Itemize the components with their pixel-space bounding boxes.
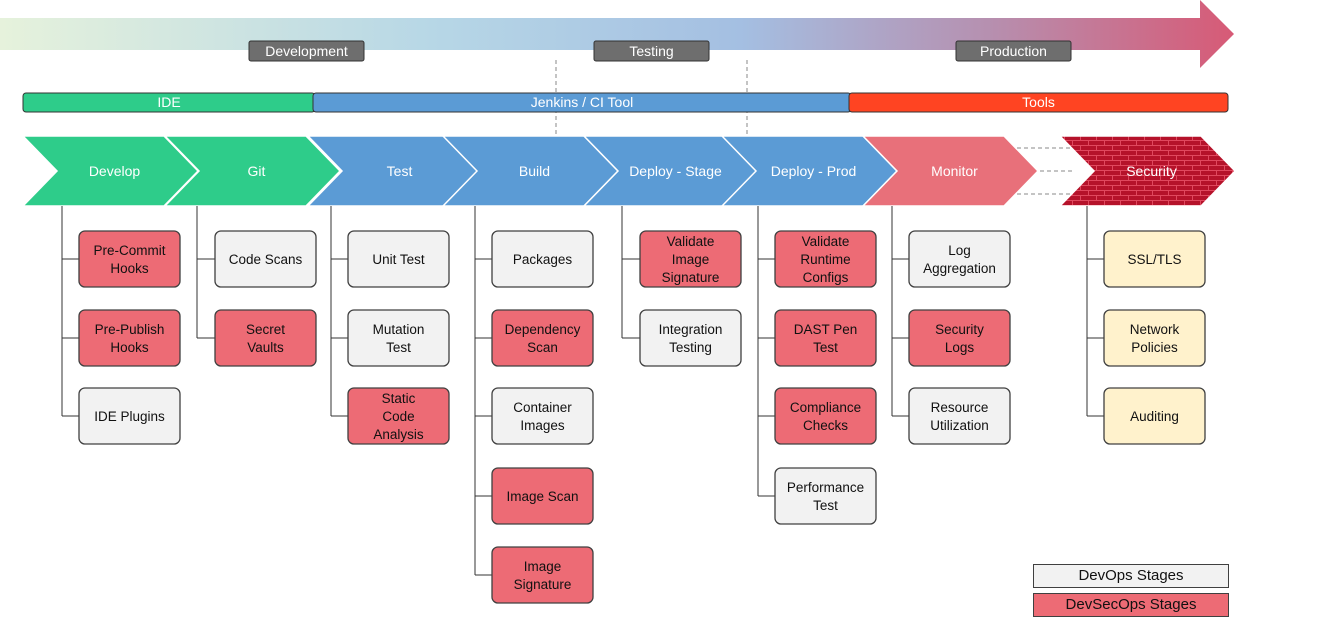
timeline-arrow (0, 0, 1234, 68)
stage-label: Deploy - Stage (629, 163, 722, 179)
item-code-scans: Code Scans (197, 230, 317, 288)
item-packages: Packages (475, 230, 594, 288)
stage-label: Deploy - Prod (771, 163, 857, 179)
tool-lanes: IDE Jenkins / CI Tool Tools (22, 92, 1229, 113)
stage-chevrons: Develop Git Test Build Deploy - Stage Deploy … (21, 135, 1237, 207)
lane-label: IDE (157, 94, 180, 110)
phase-labels: Development Testing Production (248, 40, 1072, 62)
lane-label: Jenkins / CI Tool (531, 94, 633, 110)
lane-ide: IDE (22, 92, 316, 113)
item-label: Auditing (1130, 409, 1179, 424)
stage-monitor: Monitor (861, 135, 1040, 207)
stage-label: Security (1126, 163, 1177, 179)
legend-devops: DevOps Stages (1033, 564, 1229, 588)
item-label: IDE Plugins (94, 409, 165, 424)
item-ide-plugins: IDE Plugins (62, 387, 181, 445)
phase-label: Testing (629, 43, 673, 59)
item-label: Code Scans (229, 252, 303, 267)
stage-deploy-stage: Deploy - Stage (582, 135, 761, 207)
phase-label: Production (980, 43, 1047, 59)
stage-security: Security (1058, 135, 1237, 207)
lane-label: Tools (1022, 94, 1055, 110)
lane-tools: Tools (848, 92, 1229, 113)
item-image-scan: Image Scan (475, 467, 594, 525)
item-label: Packages (513, 252, 573, 267)
phase-production: Production (955, 40, 1072, 62)
stage-label: Build (519, 163, 550, 179)
legend-devsecops: DevSecOps Stages (1033, 593, 1229, 617)
stage-git: Git (163, 135, 342, 207)
phase-development: Development (248, 40, 365, 62)
stage-label: Monitor (931, 163, 978, 179)
item-label: SSL/TLS (1127, 252, 1181, 267)
item-label: Unit Test (372, 252, 425, 267)
item-unit-test: Unit Test (331, 230, 450, 288)
item-label: Image Scan (506, 489, 578, 504)
stage-label: Develop (89, 163, 141, 179)
stage-develop: Develop (21, 135, 200, 207)
stage-label: Test (387, 163, 413, 179)
stage-test: Test (306, 135, 485, 207)
stage-label: Git (248, 163, 266, 179)
phase-label: Development (265, 43, 348, 59)
phase-testing: Testing (593, 40, 710, 62)
lane-jenkins-ci-tool: Jenkins / CI Tool (312, 92, 852, 113)
stage-deploy-prod: Deploy - Prod (720, 135, 899, 207)
item-auditing: Auditing (1087, 387, 1206, 445)
item-ssl-tls: SSL/TLS (1087, 230, 1206, 288)
